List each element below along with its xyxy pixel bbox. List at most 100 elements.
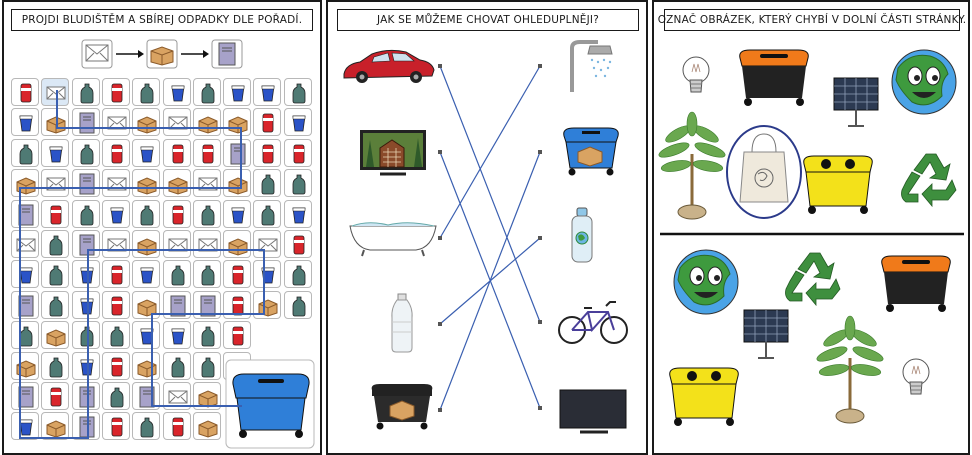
maze-cell-bottle-icon[interactable] [71, 199, 100, 228]
maze-cell-envelope-icon[interactable] [101, 108, 130, 137]
maze-cell-cardboard-box-icon[interactable] [132, 169, 161, 198]
maze-cell-cardboard-box-icon[interactable] [192, 412, 221, 441]
maze-cell-cardboard-box-icon[interactable] [41, 108, 70, 137]
maze-cell-cardboard-box-icon[interactable] [192, 108, 221, 137]
maze-cell-cardboard-box-icon[interactable] [223, 169, 252, 198]
maze-cell-can-icon[interactable] [253, 108, 282, 137]
maze-cell-bottle-icon[interactable] [192, 260, 221, 289]
maze-cell-envelope-icon[interactable] [101, 230, 130, 258]
maze-cell-cardboard-box-icon[interactable] [41, 412, 70, 441]
maze-cell-cup-icon[interactable] [11, 412, 39, 441]
maze-cell-bottle-icon[interactable] [11, 321, 39, 350]
maze-cell-cardboard-box-icon[interactable] [11, 351, 39, 380]
maze-cell-can-icon[interactable] [41, 382, 70, 410]
maze-cell-cup-icon[interactable] [11, 108, 39, 137]
maze-cell-cup-icon[interactable] [162, 321, 191, 350]
maze-cell-bottle-icon[interactable] [253, 199, 282, 228]
maze-cell-bottle-icon[interactable] [192, 199, 221, 228]
tote-bag-icon[interactable] [726, 125, 802, 219]
maze-cell-cup-icon[interactable] [223, 78, 252, 106]
maze-cell-envelope-icon[interactable] [192, 230, 221, 258]
maze-cell-can-icon[interactable] [162, 199, 191, 228]
maze-cell-bottle-icon[interactable] [41, 230, 70, 258]
maze-cell-can-icon[interactable] [162, 138, 191, 167]
maze-cell-can-icon[interactable] [41, 199, 70, 228]
maze-cell-can-icon[interactable] [101, 260, 130, 289]
maze-cell-cup-icon[interactable] [11, 260, 39, 289]
maze-cell-cup-icon[interactable] [283, 199, 312, 228]
maze-cell-bottle-icon[interactable] [132, 78, 161, 106]
maze-cell-envelope-icon[interactable] [162, 108, 191, 137]
maze-cell-bottle-icon[interactable] [41, 260, 70, 289]
maze-cell-bottle-icon[interactable] [41, 351, 70, 380]
orange-bin-icon [881, 255, 951, 313]
maze-cell-notebook-icon[interactable] [71, 230, 100, 258]
maze-cell-can-icon[interactable] [101, 351, 130, 380]
maze-cell-bottle-icon[interactable] [101, 382, 130, 410]
matching-area [343, 40, 628, 434]
maze-cell-bottle-icon[interactable] [11, 138, 39, 167]
maze-cell-bottle-icon[interactable] [41, 290, 70, 319]
maze-cell-envelope-icon[interactable] [101, 169, 130, 198]
maze-cell-cardboard-box-icon[interactable] [11, 169, 39, 198]
maze-cell-notebook-icon[interactable] [223, 138, 252, 167]
maze-cell-notebook-icon[interactable] [71, 169, 100, 198]
maze-cell-can-icon[interactable] [101, 412, 130, 441]
black-bin-icon [371, 384, 433, 430]
maze-cell-bottle-icon[interactable] [283, 290, 312, 319]
maze-cell-cup-icon[interactable] [101, 199, 130, 228]
maze-cell-can-icon[interactable] [101, 78, 130, 106]
maze-cell-can-icon[interactable] [101, 290, 130, 319]
maze-cell-can-icon[interactable] [101, 138, 130, 167]
maze-cell-bottle-icon[interactable] [253, 169, 282, 198]
maze-cell-can-icon[interactable] [162, 412, 191, 441]
maze-cell-envelope-icon[interactable] [192, 169, 221, 198]
maze-cell-cup-icon[interactable] [132, 138, 161, 167]
maze-cell-cup-icon[interactable] [132, 321, 161, 350]
maze-cell-bottle-icon[interactable] [101, 321, 130, 350]
maze-cell-cardboard-box-icon[interactable] [223, 108, 252, 137]
maze-cell-can-icon[interactable] [223, 321, 252, 350]
maze-cell-envelope-icon[interactable] [11, 230, 39, 258]
maze-cell-bottle-icon[interactable] [71, 321, 100, 350]
maze-cell-cup-icon[interactable] [71, 290, 100, 319]
maze-cell-cup-icon[interactable] [253, 78, 282, 106]
maze-cell-bottle-icon[interactable] [192, 351, 221, 380]
maze-cell-bottle-icon[interactable] [192, 78, 221, 106]
maze-cell-notebook-icon[interactable] [71, 412, 100, 441]
maze-cell-cup-icon[interactable] [41, 138, 70, 167]
maze-cell-bottle-icon[interactable] [162, 351, 191, 380]
tree-icon[interactable] [655, 110, 729, 221]
maze-cell-can-icon[interactable] [11, 78, 39, 106]
maze-cell-bottle-icon[interactable] [71, 78, 100, 106]
maze-cell-bottle-icon[interactable] [283, 78, 312, 106]
maze-cell-cup-icon[interactable] [283, 108, 312, 137]
maze-cell-notebook-icon[interactable] [11, 382, 39, 410]
maze-cell-cardboard-box-icon[interactable] [132, 108, 161, 137]
maze-cell-cup-icon[interactable] [162, 78, 191, 106]
maze-cell-notebook-icon[interactable] [11, 199, 39, 228]
maze-cell-envelope-icon[interactable] [162, 230, 191, 258]
maze-cell-envelope-icon[interactable] [253, 230, 282, 258]
maze-cell-bottle-icon[interactable] [132, 412, 161, 441]
maze-cell-bottle-icon[interactable] [132, 199, 161, 228]
maze-cell-bottle-icon[interactable] [162, 260, 191, 289]
maze-cell-cardboard-box-icon[interactable] [41, 321, 70, 350]
maze-cell-notebook-icon[interactable] [11, 290, 39, 319]
maze-cell-notebook-icon[interactable] [71, 382, 100, 410]
maze-cell-cup-icon[interactable] [253, 260, 282, 289]
maze-cell-can-icon[interactable] [192, 138, 221, 167]
maze-cell-can-icon[interactable] [283, 138, 312, 167]
maze-cell-envelope-icon[interactable] [41, 78, 70, 106]
maze-cell-cup-icon[interactable] [71, 260, 100, 289]
maze-cell-bottle-icon[interactable] [192, 321, 221, 350]
maze-cell-cup-icon[interactable] [223, 199, 252, 228]
maze-cell-can-icon[interactable] [253, 138, 282, 167]
maze-cell-bottle-icon[interactable] [283, 169, 312, 198]
maze-cell-bottle-icon[interactable] [71, 138, 100, 167]
maze-cell-cup-icon[interactable] [71, 351, 100, 380]
maze-cell-cup-icon[interactable] [132, 260, 161, 289]
maze-cell-bottle-icon[interactable] [283, 260, 312, 289]
maze-cell-can-icon[interactable] [283, 230, 312, 258]
maze-cell-can-icon[interactable] [223, 260, 252, 289]
